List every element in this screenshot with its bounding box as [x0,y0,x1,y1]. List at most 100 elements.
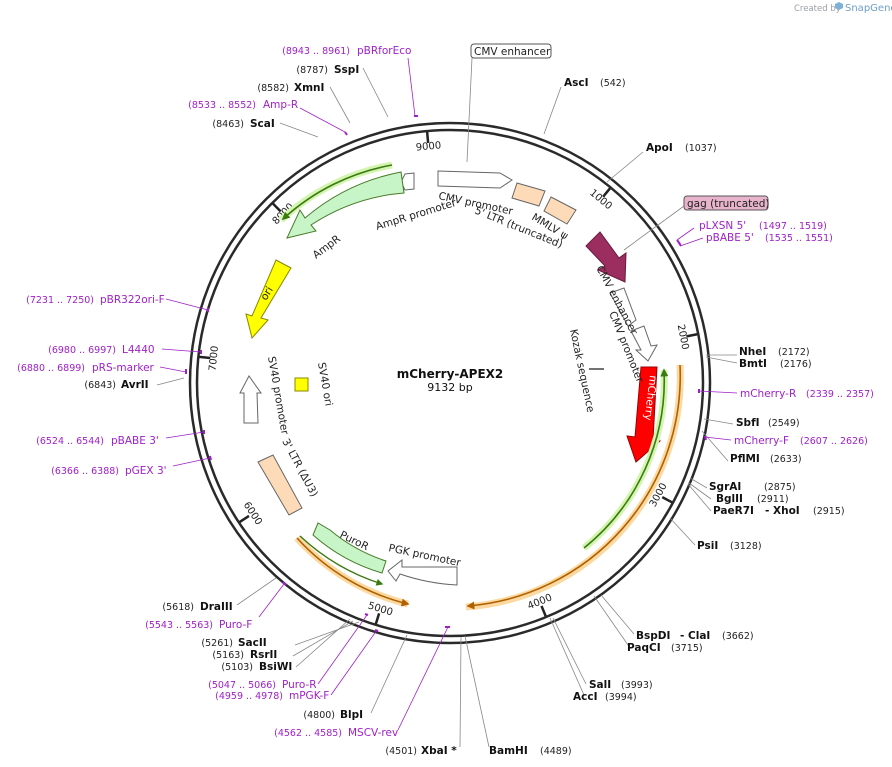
feature-gag[interactable] [585,231,627,283]
primer-plxsn5[interactable]: pLXSN 5' [699,220,746,232]
feature-cmv-enhancer-inner[interactable] [609,287,637,327]
enzyme-clai[interactable]: - ClaI [680,630,710,642]
feature-ampr[interactable] [286,171,405,239]
ruler-label: 7000 [207,345,221,371]
enzyme-bamhi-pos: (4489) [540,746,572,757]
ruler-tick [602,187,611,198]
primer-prs-marker[interactable]: pRS-marker [92,362,155,374]
backbone-inner [195,128,705,638]
ruler-tick [686,333,698,338]
feature-mmlv-psi[interactable] [543,196,577,225]
enzyme-acci-pos: (3994) [605,692,637,703]
primer-l4440[interactable]: L4440 [122,344,155,356]
feature-puror[interactable] [312,522,387,574]
enzyme-bamhi[interactable]: BamHI [489,745,528,757]
enzyme-paer7i[interactable]: PaeR7I [713,505,754,517]
enzyme-sbfi[interactable]: SbfI [736,417,760,429]
enzyme-sacii[interactable]: SacII [238,637,267,649]
primer-amp-r[interactable]: Amp-R [263,99,298,111]
primer-mscv-rev-range: (4562 .. 4585) [274,728,342,739]
ruler-tick [272,202,282,213]
primer-pbr322ori-f[interactable]: pBR322ori-F [100,294,165,306]
enzyme-bspdi[interactable]: BspDI [636,630,670,642]
primer-pbabe3-range: (6524 .. 6544) [36,436,104,447]
orf-puro-outer[interactable] [296,537,410,607]
primer-mpgk-f[interactable]: mPGK-F [289,690,329,702]
feature-cmv-promoter-inner[interactable] [630,325,658,362]
ruler-tick [661,496,673,504]
feature-pgk-promoter[interactable] [387,558,458,586]
enzyme-pflmi[interactable]: PflMI [730,453,760,465]
ruler-tick [540,605,547,617]
enzyme-scai-pos: (8463) [212,119,244,130]
primer-pbabe5[interactable]: pBABE 5' [706,232,754,244]
enzyme-nhei[interactable]: NheI [739,346,766,358]
primer-mcherry-r-range: (2339 .. 2357) [806,389,874,400]
primer-puro-f[interactable]: Puro-F [219,619,252,631]
enzyme-paqci[interactable]: PaqCI [627,642,661,654]
feature-5ltr[interactable] [511,182,546,207]
enzyme-scai[interactable]: ScaI [250,118,275,130]
feature-cmv-promoter[interactable] [437,170,513,189]
enzyme-rsrii-pos: (5163) [212,650,244,661]
enzyme-avrii[interactable]: AvrII [121,379,149,391]
enzyme-sspi[interactable]: SspI [334,64,359,76]
primer-mscv-rev[interactable]: MSCV-rev [348,727,398,739]
enzyme-sali[interactable]: SalI [589,679,611,691]
enzyme-sgrai-pos: (2875) [764,482,796,493]
enzyme-apoi[interactable]: ApoI [646,142,673,154]
feature-sv40-promoter[interactable] [239,375,262,424]
orf-large[interactable] [466,364,682,610]
feature-3ltr[interactable] [257,454,303,516]
enzyme-xbai[interactable]: XbaI * [421,745,457,757]
ruler-tick [425,131,430,144]
enzyme-paqci-pos: (3715) [671,643,703,654]
label-sv40-promoter: SV40 promoter [265,355,291,436]
enzyme-rsrii[interactable]: RsrII [250,649,277,661]
enzyme-bglii[interactable]: BglII [716,493,743,505]
ruler-label: 1000 [587,188,614,213]
enzyme-sgrai[interactable]: SgrAI [709,481,741,493]
enzyme-blpi[interactable]: BlpI [340,709,363,721]
feature-labels: CMV enhancer gag (truncated) CMV promote… [258,43,770,569]
feature-mcherry[interactable] [626,366,662,463]
enzyme-bspdi-pos: (3662) [722,631,754,642]
enzyme-bmti[interactable]: BmtI [739,358,767,370]
primer-pbrforeco[interactable]: pBRforEco [357,45,411,57]
feature-ori[interactable] [245,259,292,340]
ruler-label: 2000 [675,324,691,351]
enzyme-asci[interactable]: AscI [564,77,589,89]
snapgene-logo-icon [835,2,843,10]
orf-green[interactable] [583,368,669,549]
enzyme-bsiwi-pos: (5103) [221,662,253,673]
primer-leader-lines [159,57,738,731]
enzyme-bsiwi[interactable]: BsiWI [259,661,292,673]
snapgene-watermark: Created by SnapGene [794,2,892,14]
ruler-label: 9000 [415,140,441,153]
primer-pgex3[interactable]: pGEX 3' [125,465,167,477]
primer-puro-f-range: (5543 .. 5563) [145,620,213,631]
ruler-label: 6000 [241,500,264,527]
orf-puro-inner[interactable] [299,535,384,586]
feature-sv40-ori[interactable] [294,377,309,392]
enzyme-paer7i-pos: (2915) [813,506,845,517]
primer-pbabe3[interactable]: pBABE 3' [111,435,159,447]
enzyme-xhoi[interactable]: - XhoI [765,505,800,517]
enzyme-nhei-pos: (2172) [778,347,810,358]
features [239,161,684,611]
enzyme-draiii[interactable]: DraIII [200,601,233,613]
orf-ampr[interactable] [281,164,393,221]
watermark-brand: SnapGene [845,3,892,14]
label-ampr: AmpR [311,233,343,261]
gag-box[interactable] [683,195,769,211]
enzyme-acci[interactable]: AccI [573,691,597,703]
enzyme-xmni[interactable]: XmnI [294,82,324,94]
primer-mcherry-f[interactable]: mCherry-F [734,435,789,447]
label-mcherry: mCherry [641,375,658,421]
primer-prs-marker-range: (6880 .. 6899) [17,363,85,374]
primer-puro-r[interactable]: Puro-R [282,679,317,691]
cmv-enhancer-box[interactable] [470,43,552,59]
enzyme-psii[interactable]: PsiI [697,540,718,552]
primer-mcherry-r[interactable]: mCherry-R [740,388,796,400]
